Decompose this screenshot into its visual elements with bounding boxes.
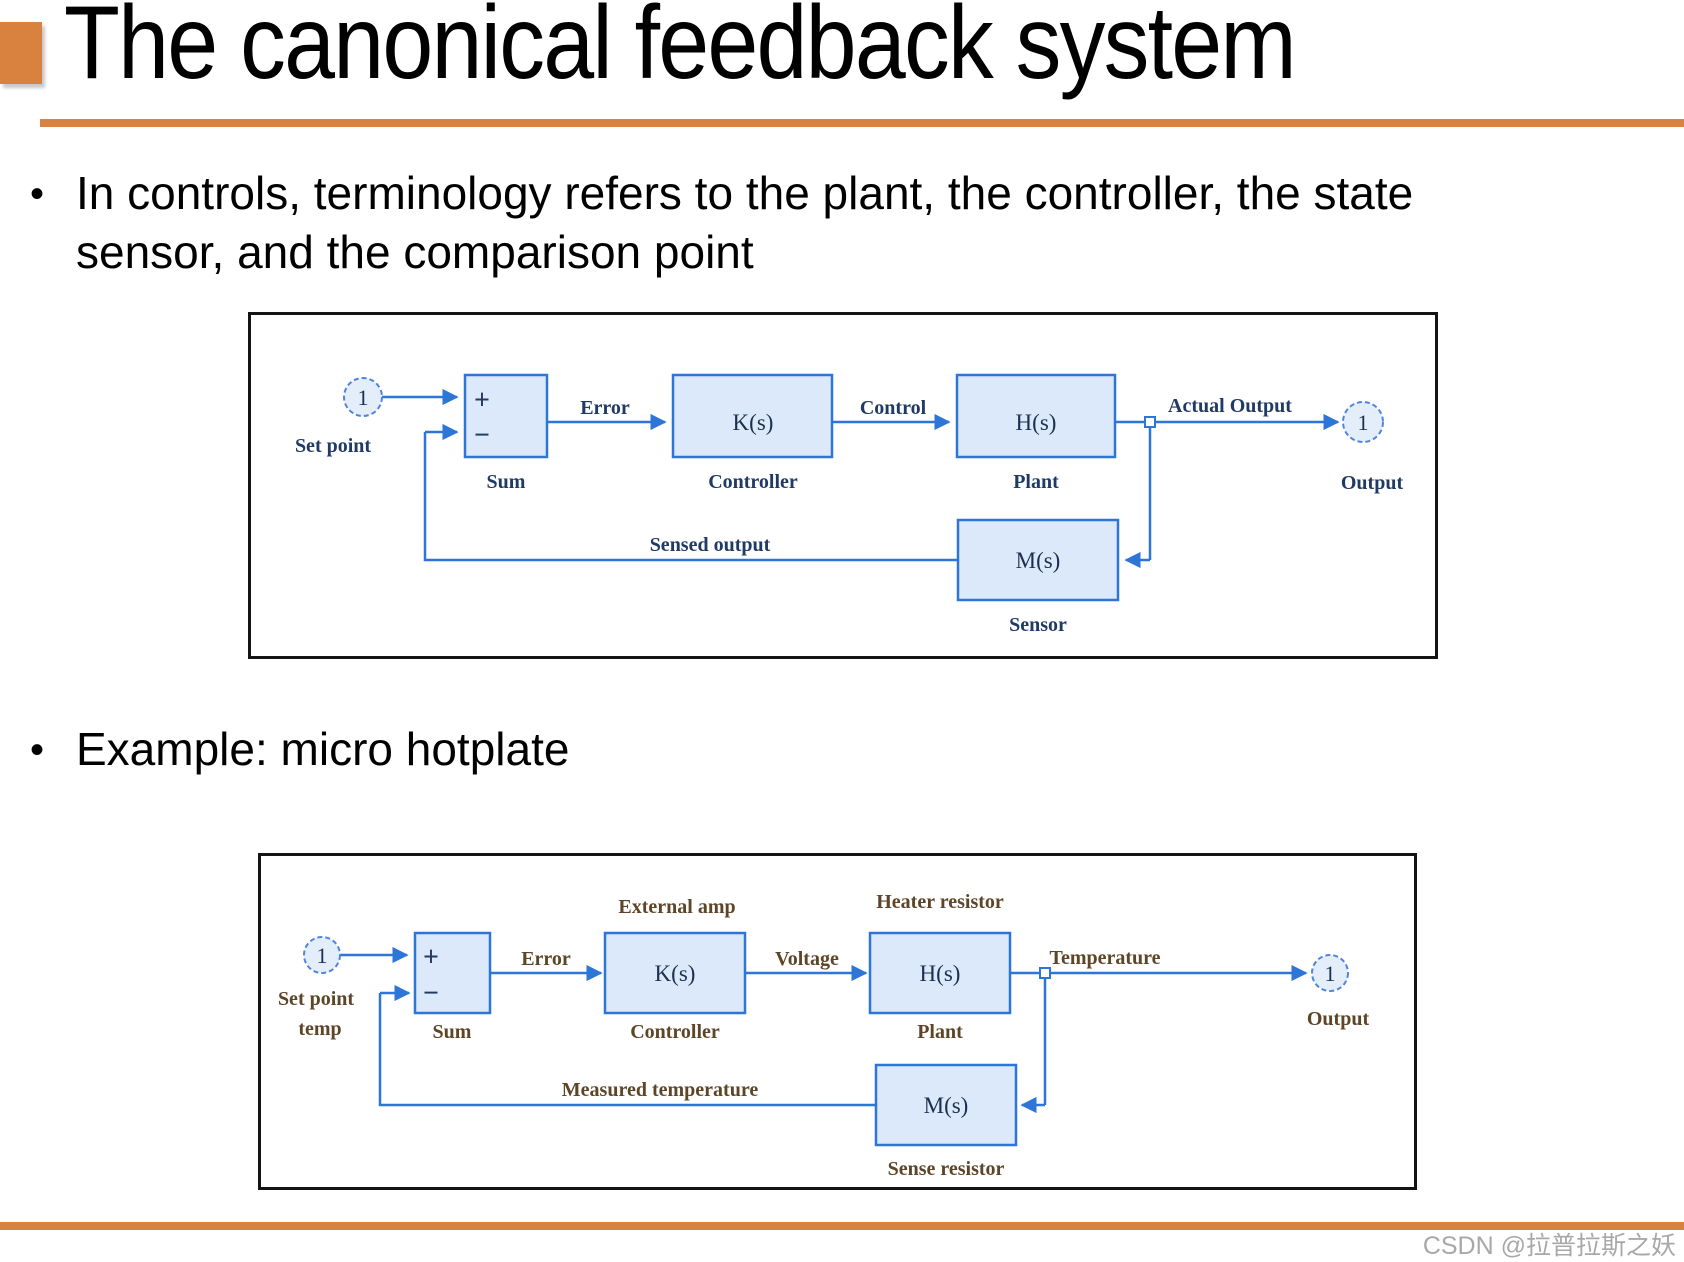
sense-resistor-label: Sense resistor bbox=[888, 1158, 1005, 1180]
setpoint-source-port bbox=[343, 377, 383, 417]
setpoint-label-line2: temp bbox=[298, 1018, 341, 1040]
measured-temperature-label: Measured temperature bbox=[562, 1079, 759, 1101]
output-port bbox=[1311, 954, 1349, 992]
watermark: CSDN @拉普拉斯之妖 bbox=[1422, 1232, 1676, 1260]
control-signal-label: Control bbox=[860, 397, 927, 419]
output-label: Output bbox=[1341, 472, 1404, 494]
plant-label: Plant bbox=[1013, 471, 1059, 493]
plant-block bbox=[868, 931, 1012, 1015]
output-port-value: 1 bbox=[1358, 410, 1369, 435]
voltage-signal-label: Voltage bbox=[775, 948, 839, 970]
canonical-feedback-diagram: 1 Set point + − Sum Error K(s) Controlle… bbox=[248, 312, 1438, 659]
bullet-text: In controls, terminology refers to the p… bbox=[76, 167, 1414, 278]
controller-block-text: K(s) bbox=[655, 961, 696, 986]
title-accent-square bbox=[0, 22, 42, 84]
plant-label: Plant bbox=[917, 1021, 963, 1043]
sum-label: Sum bbox=[487, 471, 526, 493]
bullet-item-example: • Example: micro hotplate bbox=[30, 720, 1550, 780]
setpoint-source-value: 1 bbox=[358, 385, 369, 410]
error-signal-label: Error bbox=[580, 397, 630, 419]
branch-point bbox=[1144, 416, 1156, 428]
plant-block bbox=[955, 373, 1117, 459]
sum-block bbox=[413, 931, 492, 1015]
output-label: Output bbox=[1307, 1008, 1370, 1030]
sum-block bbox=[463, 373, 549, 459]
error-signal-label: Error bbox=[521, 948, 571, 970]
setpoint-label: Set point bbox=[295, 435, 371, 457]
sum-label: Sum bbox=[433, 1021, 472, 1043]
controller-block bbox=[671, 373, 834, 459]
controller-block bbox=[603, 931, 747, 1015]
heater-resistor-label: Heater resistor bbox=[876, 891, 1004, 913]
setpoint-label-line1: Set point bbox=[278, 988, 354, 1010]
controller-block-text: K(s) bbox=[733, 410, 774, 435]
bullet-text: Example: micro hotplate bbox=[76, 723, 570, 775]
sensor-block bbox=[956, 518, 1120, 602]
title-underline bbox=[40, 119, 1684, 127]
actual-output-label: Actual Output bbox=[1168, 395, 1292, 417]
setpoint-source-port bbox=[303, 936, 341, 974]
bullet-dot: • bbox=[30, 728, 45, 772]
bullet-item-terminology: • In controls, terminology refers to the… bbox=[30, 164, 1550, 282]
d2-wires bbox=[340, 946, 1308, 1114]
temperature-signal-label: Temperature bbox=[1049, 947, 1160, 969]
controller-label: Controller bbox=[630, 1021, 720, 1043]
sum-plus-sign: + bbox=[474, 385, 490, 416]
sum-plus-sign: + bbox=[423, 942, 439, 973]
external-amp-label: External amp bbox=[618, 896, 735, 918]
output-port-value: 1 bbox=[1325, 961, 1336, 986]
page-title: The canonical feedback system bbox=[64, 0, 1297, 101]
sensor-block-text: M(s) bbox=[924, 1093, 969, 1118]
sum-minus-sign: − bbox=[474, 420, 490, 451]
diagram-border bbox=[248, 312, 1438, 659]
diagram-border bbox=[258, 853, 1417, 1190]
plant-block-text: H(s) bbox=[920, 961, 961, 986]
bullet-dot: • bbox=[30, 172, 45, 216]
branch-point bbox=[1039, 967, 1051, 979]
bottom-accent-bar bbox=[0, 1222, 1684, 1230]
sum-minus-sign: − bbox=[423, 978, 439, 1009]
micro-hotplate-diagram: External amp Heater resistor 1 Set point… bbox=[258, 853, 1417, 1190]
setpoint-source-value: 1 bbox=[317, 943, 328, 968]
plant-block-text: H(s) bbox=[1016, 410, 1057, 435]
output-port bbox=[1342, 401, 1384, 443]
sensed-output-label: Sensed output bbox=[650, 534, 771, 556]
controller-label: Controller bbox=[708, 471, 798, 493]
sensor-label: Sensor bbox=[1009, 614, 1067, 636]
sensor-block bbox=[874, 1063, 1018, 1147]
sensor-block-text: M(s) bbox=[1016, 548, 1061, 573]
